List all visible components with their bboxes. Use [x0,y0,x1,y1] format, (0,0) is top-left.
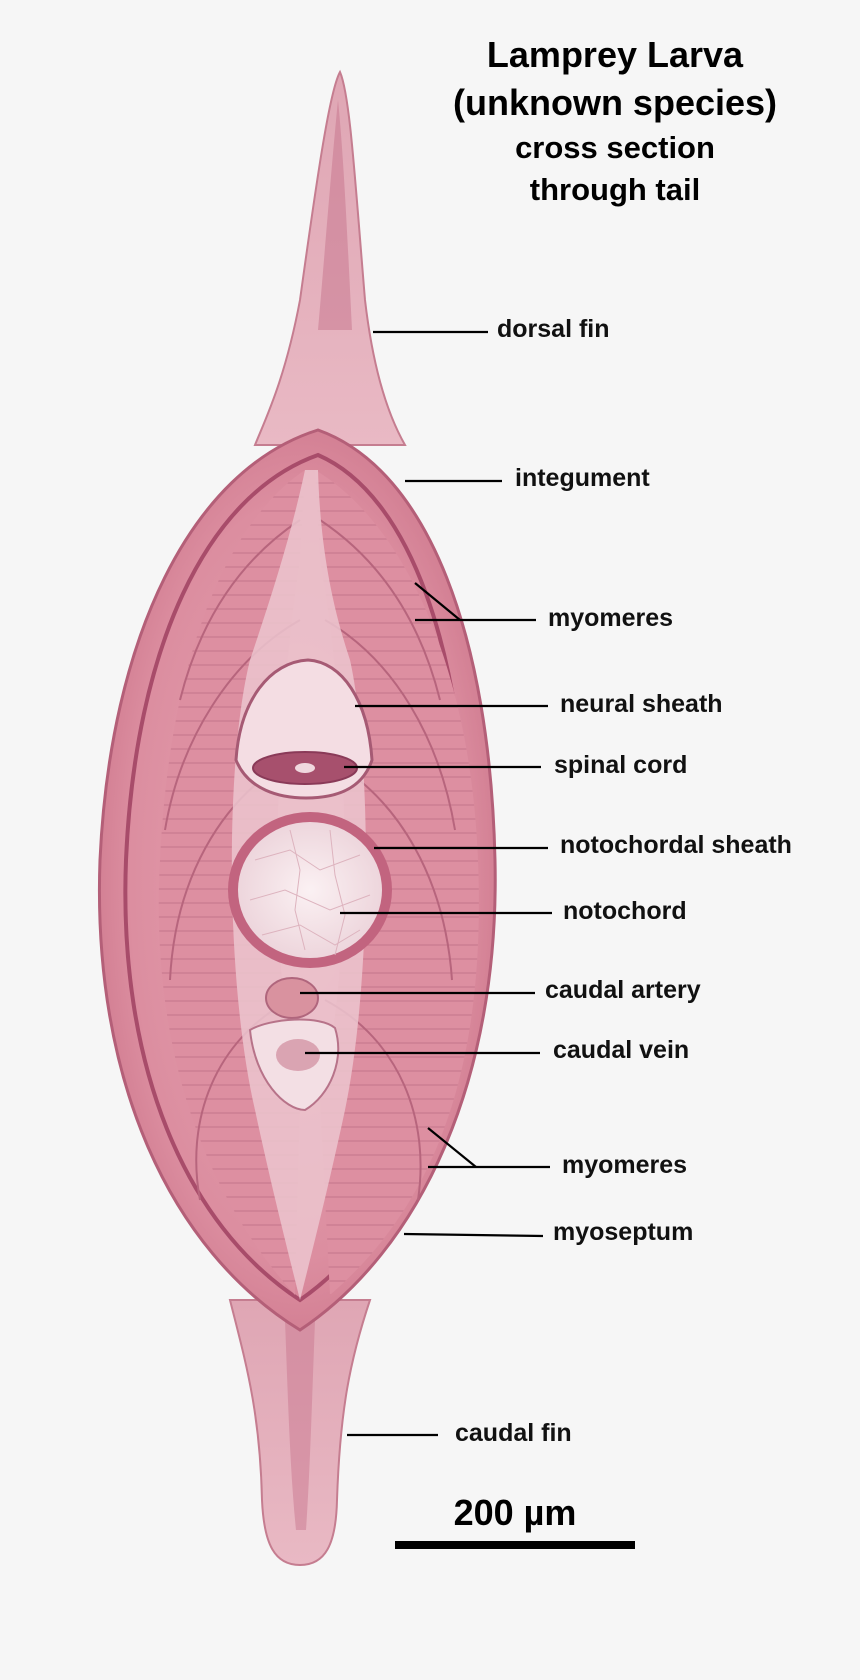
label-caudal-vein: caudal vein [553,1036,690,1064]
leader-myomeres-upper-a [414,582,461,621]
label-spinal-cord: spinal cord [554,751,688,779]
title-line-4: through tail [529,172,701,207]
leader-myoseptum [403,1232,544,1238]
title-line-2: (unknown species) [452,82,778,123]
dorsal-fin-core [318,100,352,330]
label-myomeres-lower: myomeres [562,1151,688,1179]
label-notochord: notochord [563,897,687,925]
label-integument: integument [515,464,650,492]
notochord-cells [249,829,371,956]
label-caudal-fin: caudal fin [455,1419,572,1447]
label-caudal-artery: caudal artery [545,976,701,1004]
label-dorsal-fin: dorsal fin [497,315,610,343]
caudal-fin-core [285,1320,315,1530]
label-myoseptum: myoseptum [553,1218,694,1246]
leader-myomeres-lower-a [427,1127,477,1168]
label-neural-sheath: neural sheath [560,690,723,718]
spinal-canal [295,763,315,773]
label-notochordal-sheath: notochordal sheath [560,831,792,859]
title-line-3: cross section [515,130,715,165]
leader-lines [300,330,552,1437]
caudal-vein-content [276,1039,320,1071]
title-line-1: Lamprey Larva [486,34,744,75]
caudal-artery-shape [265,977,319,1019]
label-myomeres-upper: myomeres [548,604,674,632]
scale-bar [395,1541,635,1549]
scale-bar-label: 200 µm [453,1492,577,1533]
notochord-shape [238,822,382,958]
